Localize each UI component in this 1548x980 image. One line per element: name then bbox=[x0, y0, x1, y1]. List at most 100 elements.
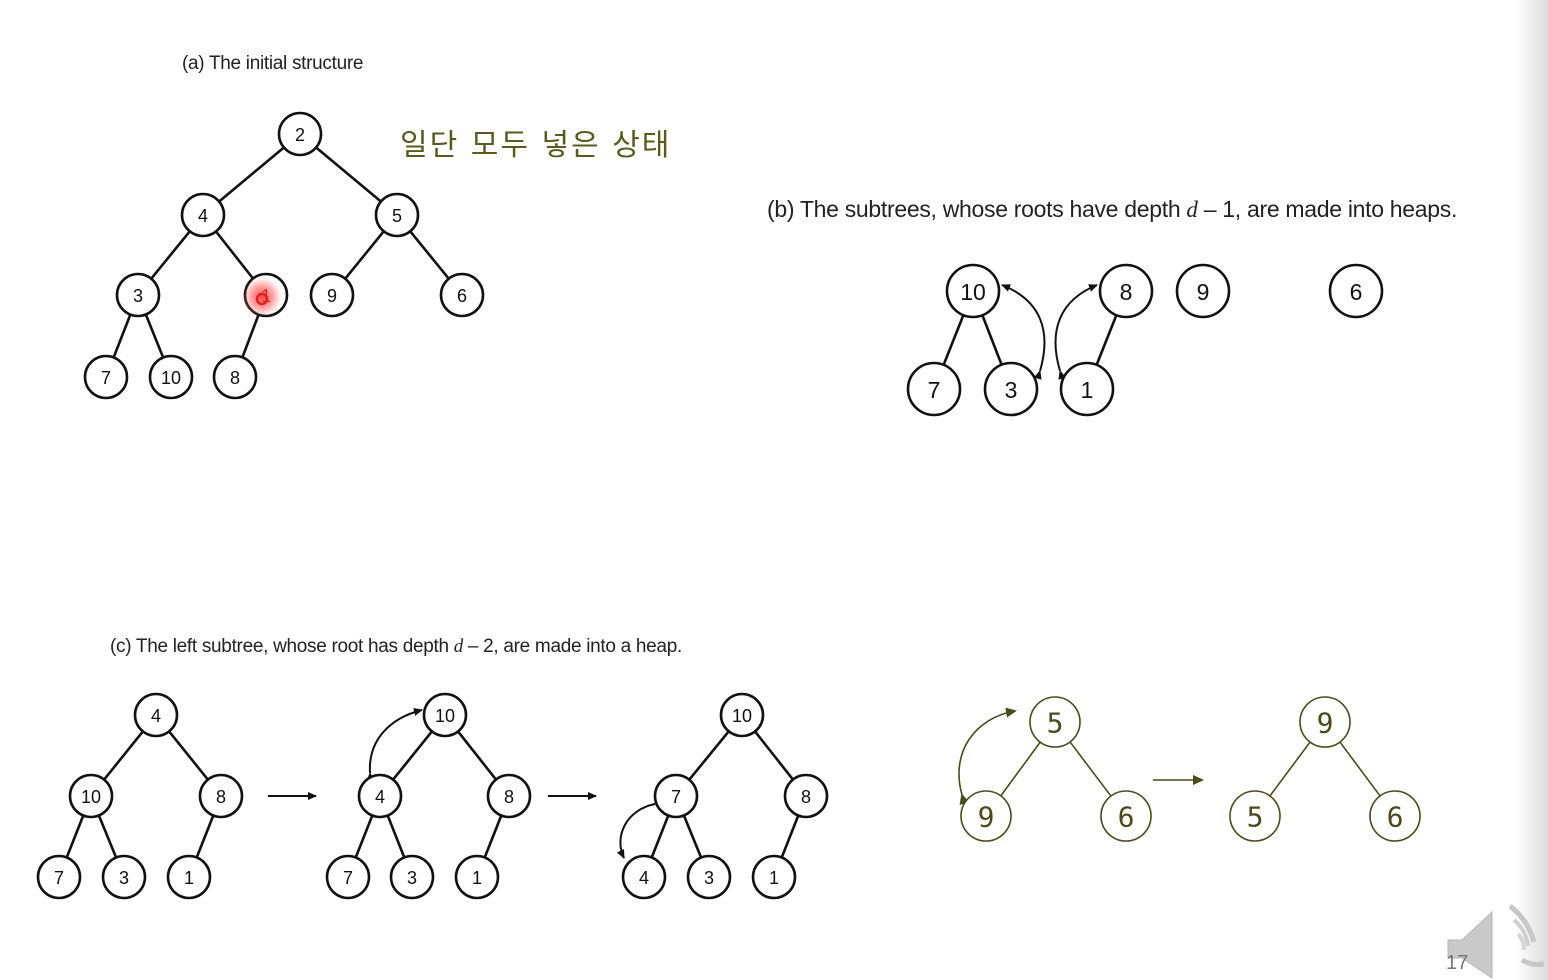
nodes-layer: 2453196710810738196410873110487311078431… bbox=[36, 111, 1421, 900]
tree-node-label: 2 bbox=[295, 125, 305, 145]
swap-arrow bbox=[616, 798, 664, 859]
tree-node-label: 10 bbox=[732, 706, 752, 726]
tree-edge bbox=[780, 815, 800, 858]
tree-node-label: 10 bbox=[161, 368, 181, 388]
tree-node-label: 7 bbox=[928, 377, 941, 403]
tree-node: 5 bbox=[1029, 696, 1081, 748]
tree-edge bbox=[97, 814, 118, 859]
tree-node: 7 bbox=[906, 361, 962, 417]
tree-node-label: 4 bbox=[151, 706, 161, 726]
tree-node-label: 5 bbox=[1247, 801, 1264, 834]
tree-node: 1 bbox=[454, 854, 500, 900]
tree-node: 5 bbox=[374, 192, 420, 238]
tree-node-circle bbox=[1369, 790, 1421, 842]
tree-edge bbox=[1339, 741, 1381, 797]
tree-node-circle bbox=[486, 773, 532, 819]
swap-arrow bbox=[958, 707, 1017, 806]
tree-node: 4 bbox=[357, 773, 403, 819]
tree-node-label: 6 bbox=[457, 286, 467, 306]
tree-node-label: 8 bbox=[216, 787, 226, 807]
tree-node: 8 bbox=[198, 773, 244, 819]
tree-node-label: 6 bbox=[1118, 801, 1135, 834]
tree-node-circle bbox=[83, 354, 129, 400]
tree-node-label: 9 bbox=[978, 801, 995, 834]
tree-node-circle bbox=[454, 854, 500, 900]
tree-node-circle bbox=[439, 272, 485, 318]
tree-node-circle bbox=[1299, 696, 1351, 748]
caption-b: (b) The subtrees, whose roots have depth… bbox=[767, 196, 1457, 223]
tree-node-label: 7 bbox=[54, 868, 64, 888]
tree-node: 3 bbox=[389, 854, 435, 900]
tree-node: 2 bbox=[277, 111, 323, 157]
tree-edge bbox=[981, 314, 1003, 366]
tree-node: 10 bbox=[422, 692, 468, 738]
tree-node-label: 4 bbox=[639, 868, 649, 888]
korean-annotation: 일단 모두 넣은 상태 bbox=[400, 128, 672, 163]
tree-node: 9 bbox=[960, 790, 1012, 842]
tree-edge bbox=[1069, 741, 1112, 797]
tree-node-circle bbox=[906, 361, 962, 417]
tree-node-label: 4 bbox=[375, 787, 385, 807]
tree-node-circle bbox=[1059, 361, 1115, 417]
tree-node: 1 bbox=[166, 854, 212, 900]
tree-node: 10 bbox=[148, 354, 194, 400]
tree-node-circle bbox=[101, 854, 147, 900]
tree-node-circle bbox=[686, 854, 732, 900]
cursor-highlight bbox=[242, 277, 282, 317]
tree-node-circle bbox=[960, 790, 1012, 842]
tree-node-circle bbox=[148, 354, 194, 400]
tree-node: 4 bbox=[180, 192, 226, 238]
tree-node: 7 bbox=[325, 854, 371, 900]
tree-node-label: 1 bbox=[769, 868, 779, 888]
tree-node-label: 9 bbox=[1197, 279, 1210, 305]
tree-node-label: 4 bbox=[198, 206, 208, 226]
swap-arrow bbox=[1001, 284, 1046, 380]
tree-node-circle bbox=[374, 192, 420, 238]
tree-node-circle bbox=[1100, 790, 1152, 842]
tree-edge bbox=[65, 815, 85, 858]
tree-edge bbox=[168, 730, 209, 781]
tree-node-label: 8 bbox=[801, 787, 811, 807]
tree-edge bbox=[112, 314, 132, 358]
tree-node-label: 3 bbox=[704, 868, 714, 888]
tree-node-circle bbox=[133, 692, 179, 738]
tree-node-label: 9 bbox=[1317, 707, 1334, 740]
tree-node-label: 3 bbox=[133, 286, 143, 306]
tree-node-circle bbox=[1229, 790, 1281, 842]
tree-edge bbox=[195, 815, 215, 858]
swap-arrow bbox=[366, 708, 423, 782]
speaker-icon[interactable] bbox=[1440, 900, 1548, 980]
tree-edge bbox=[144, 313, 165, 359]
tree-node-label: 8 bbox=[230, 368, 240, 388]
tree-node-circle bbox=[621, 854, 667, 900]
tree-node-label: 10 bbox=[960, 279, 986, 305]
tree-edge bbox=[409, 230, 450, 280]
tree-node: 6 bbox=[1369, 790, 1421, 842]
tree-node-circle bbox=[309, 272, 355, 318]
tree-node-circle bbox=[945, 263, 1001, 319]
cursor-dot bbox=[255, 292, 269, 306]
tree-edge bbox=[354, 815, 374, 858]
tree-node-circle bbox=[166, 854, 212, 900]
tree-node-circle bbox=[422, 692, 468, 738]
tree-node-circle bbox=[212, 354, 258, 400]
tree-node-label: 8 bbox=[504, 787, 514, 807]
tree-node: 8 bbox=[486, 773, 532, 819]
tree-node-label: 1 bbox=[184, 868, 194, 888]
tree-edge bbox=[315, 146, 382, 203]
tree-node-label: 7 bbox=[671, 787, 681, 807]
tree-edge bbox=[392, 730, 433, 781]
tree-node: 3 bbox=[115, 272, 161, 318]
swap-arrows-layer bbox=[268, 284, 1204, 859]
tree-node: 6 bbox=[1100, 790, 1152, 842]
tree-edge bbox=[103, 730, 144, 781]
tree-edge bbox=[753, 730, 795, 781]
tree-edge bbox=[150, 230, 191, 280]
tree-node-circle bbox=[1098, 263, 1154, 319]
caption-b-variable: d bbox=[1186, 197, 1198, 222]
tree-node: 4 bbox=[133, 692, 179, 738]
tree-edge bbox=[214, 230, 255, 280]
tree-edge bbox=[1269, 741, 1311, 797]
swap-arrow bbox=[1054, 284, 1098, 380]
